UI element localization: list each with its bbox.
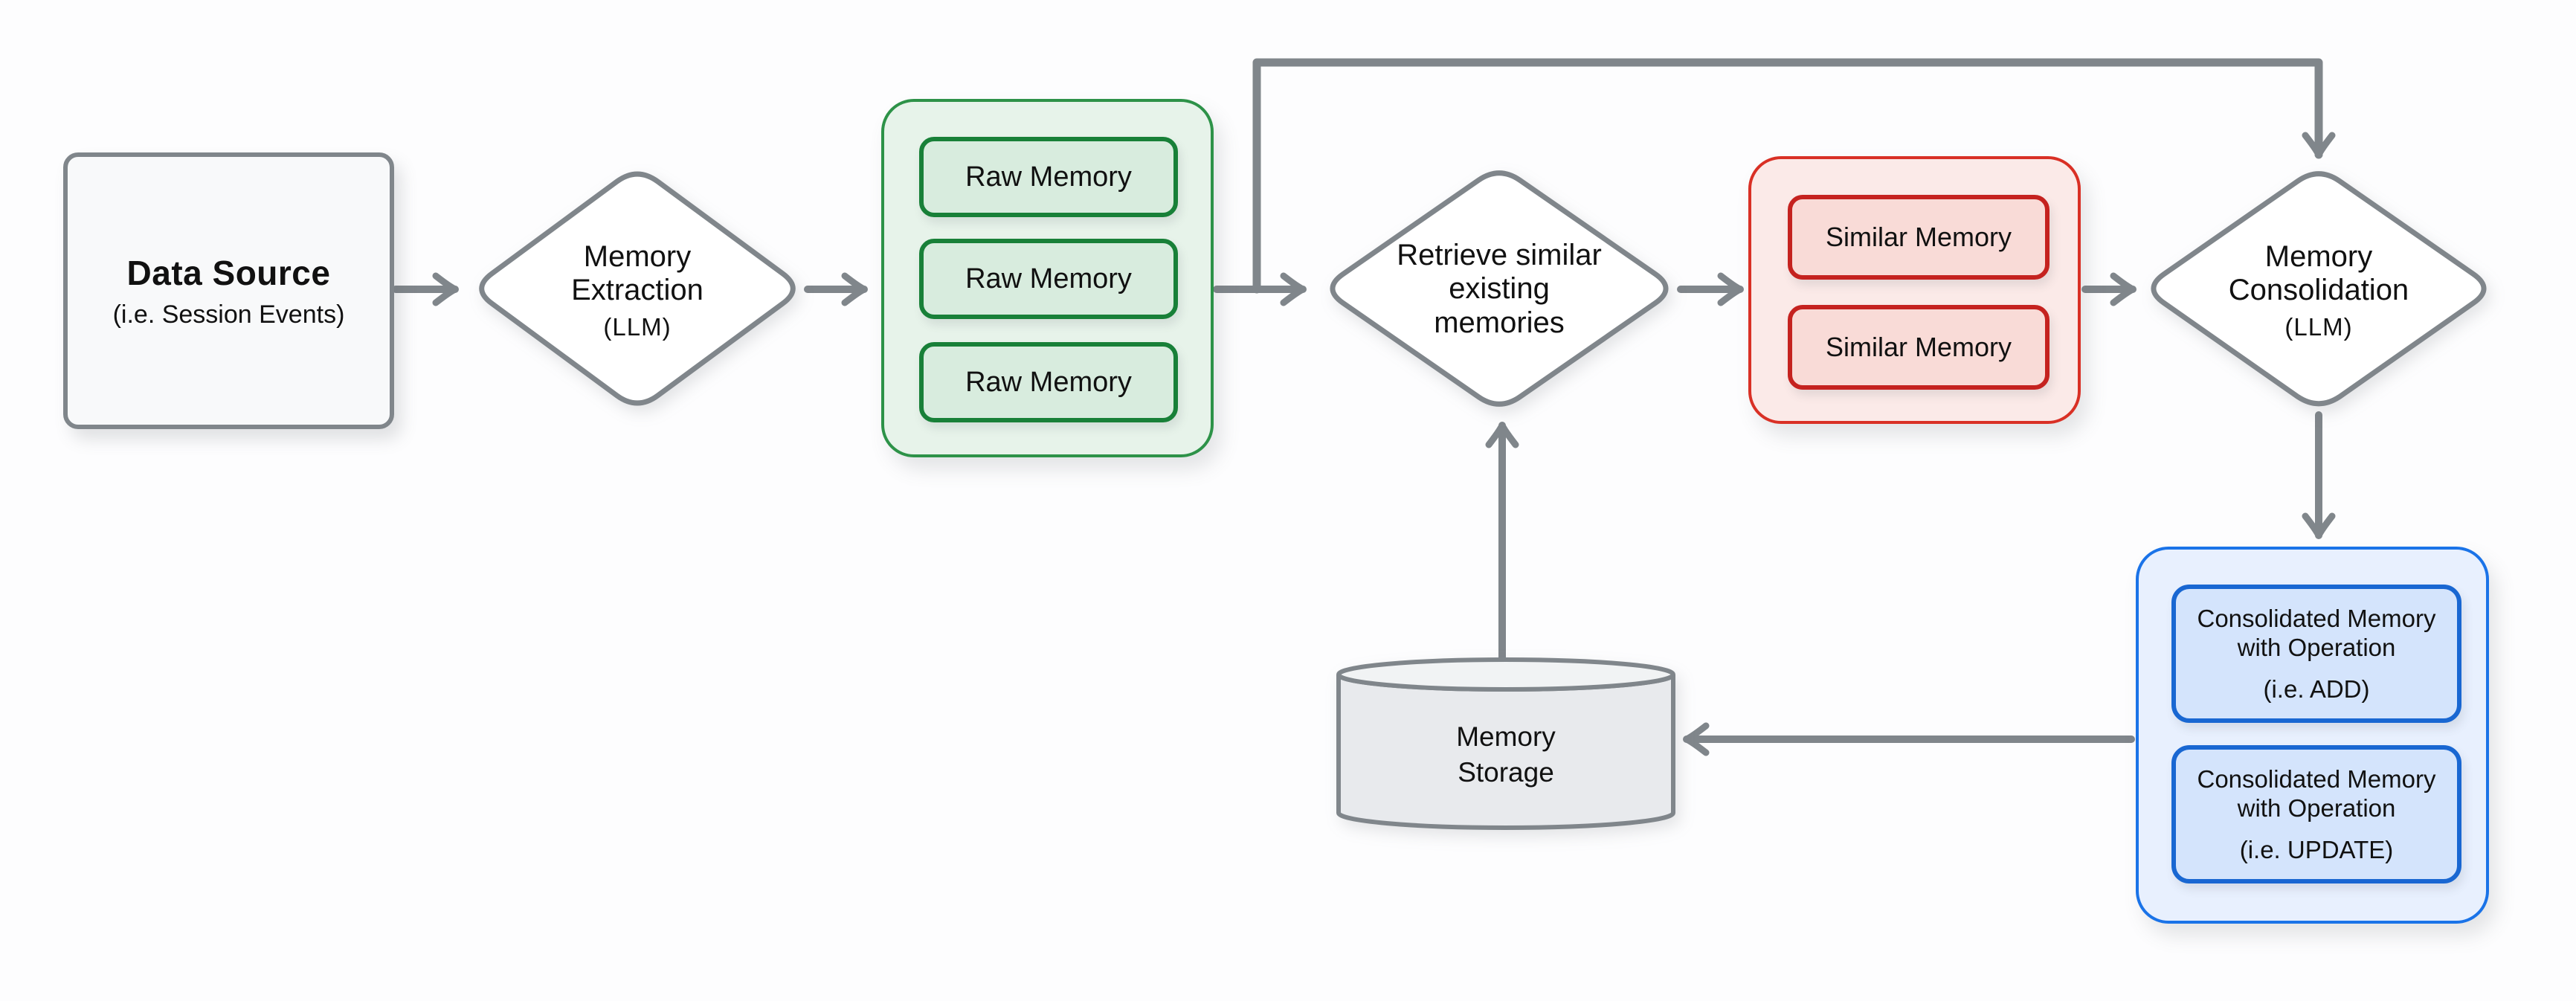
memory-consolidation-diamond [2151,171,2487,407]
memory-consolidation-title: Memory Consolidation [2228,239,2409,306]
retrieve-memories-label: Retrieve similar existing memories [1350,234,1648,345]
consolidated-memory-operation: (i.e. UPDATE) [2239,835,2394,863]
retrieve-memories-diamond [1330,170,1669,407]
raw-memory-item: Raw Memory [919,342,1178,422]
consolidated-memory-group: Consolidated Memory with Operation (i.e.… [2136,547,2489,924]
data-source-title: Data Source [126,253,331,292]
raw-memory-item: Raw Memory [919,239,1178,319]
memory-storage-label: Memory Storage [1417,707,1595,803]
similar-memory-item: Similar Memory [1788,195,2049,280]
consolidated-memory-item: Consolidated Memory with Operation (i.e.… [2171,585,2461,723]
memory-storage-cylinder [1336,657,1675,830]
raw-memory-item: Raw Memory [919,137,1178,217]
raw-memory-group: Raw Memory Raw Memory Raw Memory [881,99,1214,457]
similar-memory-group: Similar Memory Similar Memory [1748,156,2081,424]
memory-extraction-title: Memory Extraction [571,239,703,306]
consolidated-memory-item: Consolidated Memory with Operation (i.e.… [2171,745,2461,883]
feedback-line-rawmemory-to-consolidation [1252,58,2336,294]
memory-consolidation-subtitle: (LLM) [2284,313,2353,341]
consolidated-memory-title: Consolidated Memory with Operation [2197,604,2436,662]
memory-consolidation-label: Memory Consolidation (LLM) [2170,235,2467,347]
memory-extraction-label: Memory Extraction (LLM) [489,235,786,347]
memory-storage-title: Memory Storage [1456,721,1556,788]
memory-extraction-diamond [479,171,796,406]
memory-extraction-subtitle: (LLM) [603,313,672,341]
consolidated-memory-operation: (i.e. ADD) [2263,675,2370,703]
similar-memory-item: Similar Memory [1788,305,2049,390]
consolidated-memory-title: Consolidated Memory with Operation [2197,765,2436,823]
data-source-subtitle: (i.e. Session Events) [112,300,345,329]
retrieve-memories-title: Retrieve similar existing memories [1397,239,1602,339]
data-source-node [63,152,394,429]
